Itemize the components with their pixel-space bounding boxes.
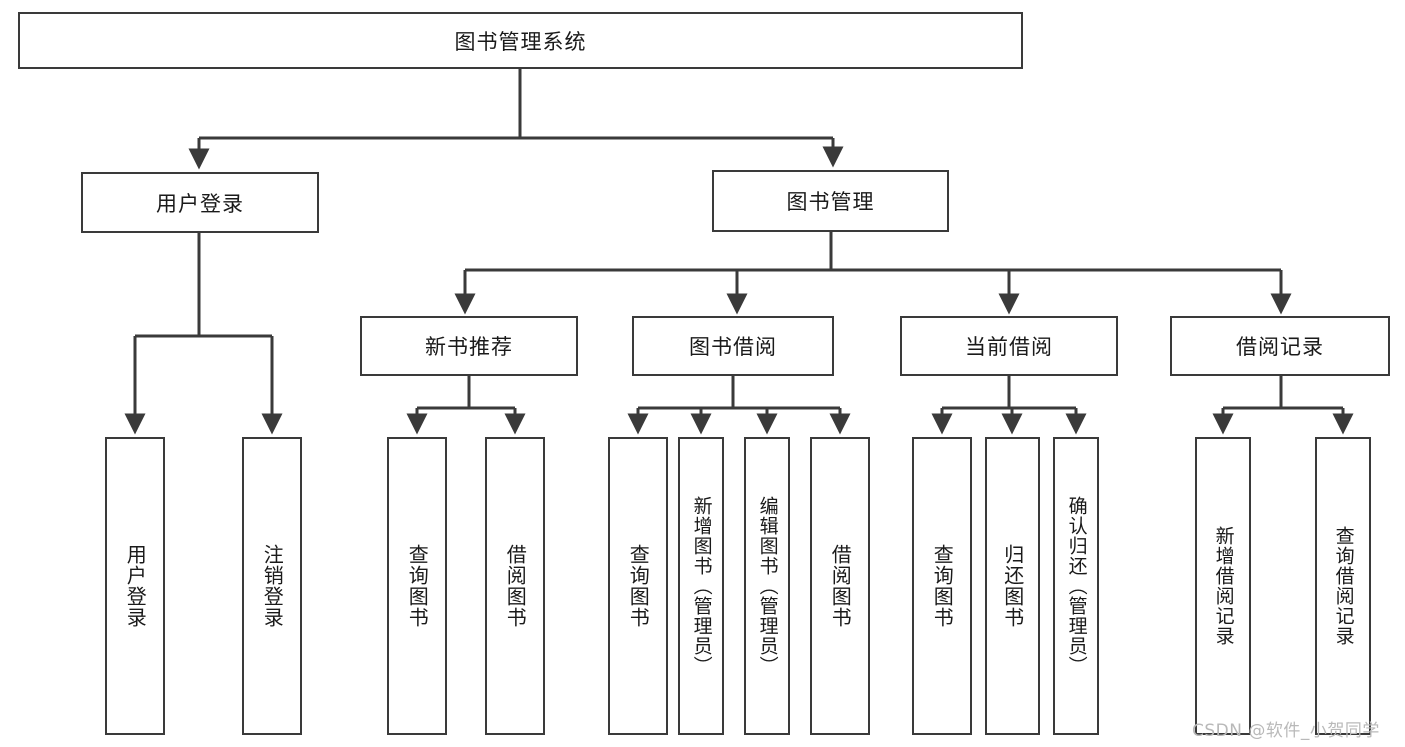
node-leaf-add-book[interactable]: 新增图书（管理员） [678,437,724,735]
node-book-borrow[interactable]: 图书借阅 [632,316,834,376]
node-leaf-add-record[interactable]: 新增借阅记录 [1195,437,1251,735]
node-leaf-borrow-book-2[interactable]: 借阅图书 [810,437,870,735]
node-label: 归还图书 [1000,544,1025,628]
node-label: 借阅图书 [503,544,528,628]
node-label: 新增图书（管理员） [690,496,713,676]
node-leaf-query-book-3[interactable]: 查询图书 [912,437,972,735]
node-label: 注销登录 [260,544,285,628]
node-label: 用户登录 [123,544,148,628]
node-leaf-query-record[interactable]: 查询借阅记录 [1315,437,1371,735]
node-label: 新书推荐 [425,335,513,359]
node-leaf-confirm-return[interactable]: 确认归还（管理员） [1053,437,1099,735]
node-leaf-query-book-1[interactable]: 查询图书 [387,437,447,735]
node-label: 图书管理系统 [454,29,587,54]
node-label: 查询图书 [405,544,430,628]
node-new-book-rec[interactable]: 新书推荐 [360,316,578,376]
node-label: 当前借阅 [965,335,1053,359]
node-label: 新增借阅记录 [1212,526,1235,646]
node-label: 查询图书 [930,544,955,628]
node-label: 确认归还（管理员） [1065,496,1088,676]
node-user-login[interactable]: 用户登录 [81,172,319,233]
node-current-borrow[interactable]: 当前借阅 [900,316,1118,376]
node-label: 编辑图书（管理员） [756,496,779,676]
node-label: 借阅记录 [1236,335,1324,359]
node-label: 查询借阅记录 [1332,526,1355,646]
node-root-system[interactable]: 图书管理系统 [18,12,1023,69]
watermark-text: CSDN @软件_小贺同学 [1192,721,1380,741]
node-label: 查询图书 [626,544,651,628]
node-label: 借阅图书 [828,544,853,628]
node-leaf-edit-book[interactable]: 编辑图书（管理员） [744,437,790,735]
node-leaf-logout[interactable]: 注销登录 [242,437,302,735]
node-leaf-return-book[interactable]: 归还图书 [985,437,1040,735]
node-leaf-user-login[interactable]: 用户登录 [105,437,165,735]
node-leaf-borrow-book-1[interactable]: 借阅图书 [485,437,545,735]
node-leaf-query-book-2[interactable]: 查询图书 [608,437,668,735]
node-borrow-record[interactable]: 借阅记录 [1170,316,1390,376]
node-label: 图书管理 [786,190,875,214]
node-label: 图书借阅 [689,335,777,359]
node-book-manage[interactable]: 图书管理 [712,170,949,232]
node-label: 用户登录 [156,191,244,216]
